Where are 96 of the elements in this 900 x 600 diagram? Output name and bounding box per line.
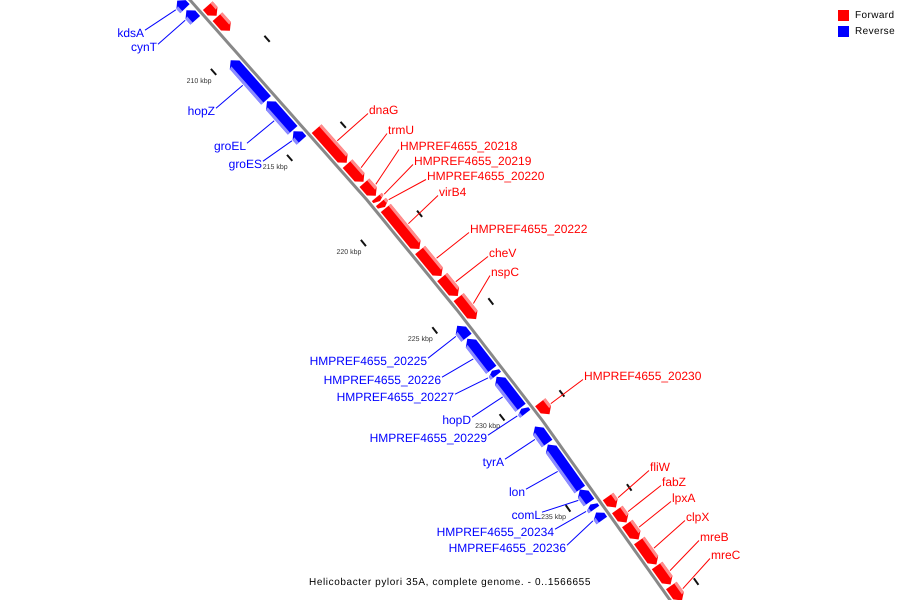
gene-label: groES [228,157,262,171]
gene-block [535,398,551,414]
leader-line [246,120,275,144]
gene-block [376,198,388,209]
leader-line [472,396,504,418]
gene-label: dnaG [369,103,398,117]
gene-label: comL [512,508,541,522]
leader-line [628,485,662,512]
gene-label: HMPREF4655_20234 [436,525,554,539]
leader-line [554,510,587,530]
leader-line [682,558,710,590]
gene-label: HMPREF4655_20226 [324,373,441,387]
gene-block [292,131,306,145]
gene-label: kdsA [117,26,144,40]
gene-label: fabZ [662,475,686,489]
leader-line [375,149,400,185]
gene-label: virB4 [439,185,466,199]
leader-line [360,133,388,168]
gene-block [612,506,628,522]
leader-line [670,540,700,572]
leader-line [504,438,536,460]
gene-label: clpX [686,510,710,524]
gene-label: hopD [442,413,471,427]
gene-label: HMPREF4655_20225 [310,354,427,368]
gene-label: HMPREF4655_20222 [470,222,588,236]
gene-block [360,178,377,196]
gene-block [518,407,530,418]
leader-line [442,358,474,378]
leader-line [488,415,518,436]
gene-block [456,326,472,342]
gene-block [342,159,364,182]
gene-label: HMPREF4655_20220 [427,169,544,183]
gene-block [622,520,640,540]
leader-line [455,256,488,282]
gene-block [202,1,218,16]
gene-label: mreC [711,548,740,562]
leader-line [144,9,176,31]
gene-block [437,272,459,296]
leader-line [454,377,488,395]
gene-label: tyrA [482,455,504,469]
gene-label: HMPREF4655_20230 [584,369,702,383]
gene-label: HMPREF4655_20229 [370,431,487,445]
gene-block [666,582,684,600]
gene-block [652,562,672,584]
gene-block [495,376,526,412]
gene-block [546,444,586,494]
gene-label: hopZ [188,104,215,118]
leader-line [542,500,579,513]
leader-line [472,275,490,304]
gene-label: nspC [491,265,520,279]
gene-block [186,10,200,25]
gene-block [586,503,600,514]
gene-label: trmU [388,123,414,137]
gene-block [312,124,348,163]
gene-label: mreB [700,530,729,544]
gene-block [602,492,618,508]
leader-line [638,501,672,528]
gene-block [454,293,478,320]
leader-line [158,20,186,45]
gene-block [466,338,496,374]
gene-label: HMPREF4655_20218 [400,139,518,153]
caption: Helicobacter pylori 35A, complete genome. - 0..1566655 [309,577,591,588]
gene-label: HMPREF4655_20219 [414,154,532,168]
gene-label: HMPREF4655_20236 [448,541,566,555]
gene-block [415,246,443,276]
gene-block [380,204,421,249]
gene-label: HMPREF4655_20227 [336,390,454,404]
gene-label: fliW [650,460,670,474]
leader-line [388,179,426,200]
leader-line [618,470,650,498]
gene-label: cynT [130,40,157,54]
gene-block [266,101,298,135]
gene-block [212,12,231,31]
gene-block [533,426,552,448]
leader-line [566,520,594,546]
leader-line [654,520,686,549]
gene-label: groEL [214,139,246,153]
gene-block [230,60,271,105]
gene-block [176,0,190,14]
legend-label: Reverse [855,25,896,38]
leader-line [550,379,584,404]
gene-block [594,512,608,524]
leader-line [436,232,470,259]
gene-label: cheV [489,246,516,260]
leader-line [262,140,292,162]
gene-label: lon [508,485,525,499]
gene-block [578,490,594,506]
legend-label: Forward [855,9,894,22]
leader-line [526,470,558,490]
gene-block [634,536,658,564]
gene-label: lpxA [672,491,696,505]
leader-line [336,113,368,142]
leader-line [216,84,244,109]
leader-line [384,164,414,195]
leader-line [408,195,438,224]
leader-line [428,336,456,359]
